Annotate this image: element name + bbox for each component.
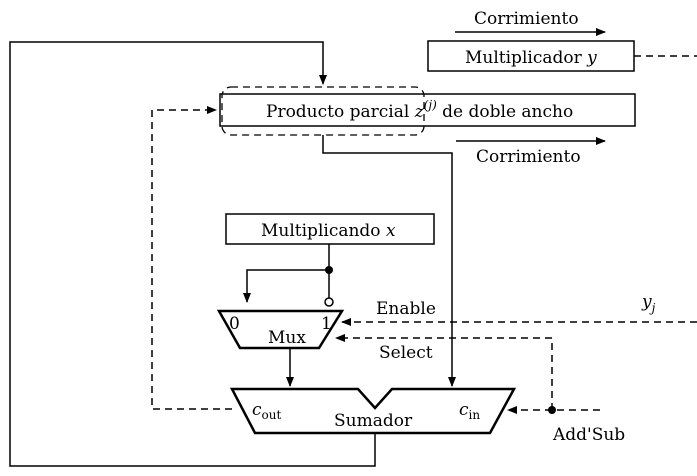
partial-product-label: Producto parcial z(j) de doble ancho [266, 98, 573, 122]
adder-label: Sumador [334, 411, 413, 431]
adder [229, 387, 517, 435]
cin-label: cin [459, 400, 480, 422]
yj-label: yj [641, 292, 656, 315]
multiplier-label: Multiplicador y [465, 48, 597, 68]
shift-label-top: Corrimiento [474, 9, 579, 29]
feedback-path [9, 41, 376, 467]
addsub-junction [548, 406, 556, 414]
svg-text:Corrimiento: Corrimiento [474, 9, 579, 29]
inverter-bubble [324, 297, 334, 307]
partial-product-register [219, 93, 636, 127]
mux-input1-label: 1 [321, 314, 332, 334]
multiplicand-register [225, 213, 435, 245]
cout-label: cout [252, 400, 281, 422]
mux-input0-label: 0 [229, 314, 240, 334]
select-label: Select [379, 343, 433, 363]
select-line [335, 334, 553, 410]
upper-half-to-adder-line [322, 135, 456, 387]
shift-label-bottom: Corrimiento [476, 147, 581, 167]
multiplicand-label: Multiplicando x [261, 221, 396, 241]
mux-in0-line [243, 269, 329, 303]
mux [216, 309, 345, 350]
cout-feedback-line [151, 106, 232, 410]
enable-label: Enable [376, 299, 436, 319]
addsub-label: Add'Sub [552, 425, 625, 445]
mux-label: Mux [268, 328, 306, 348]
svg-text:Corrimiento: Corrimiento [476, 147, 581, 167]
